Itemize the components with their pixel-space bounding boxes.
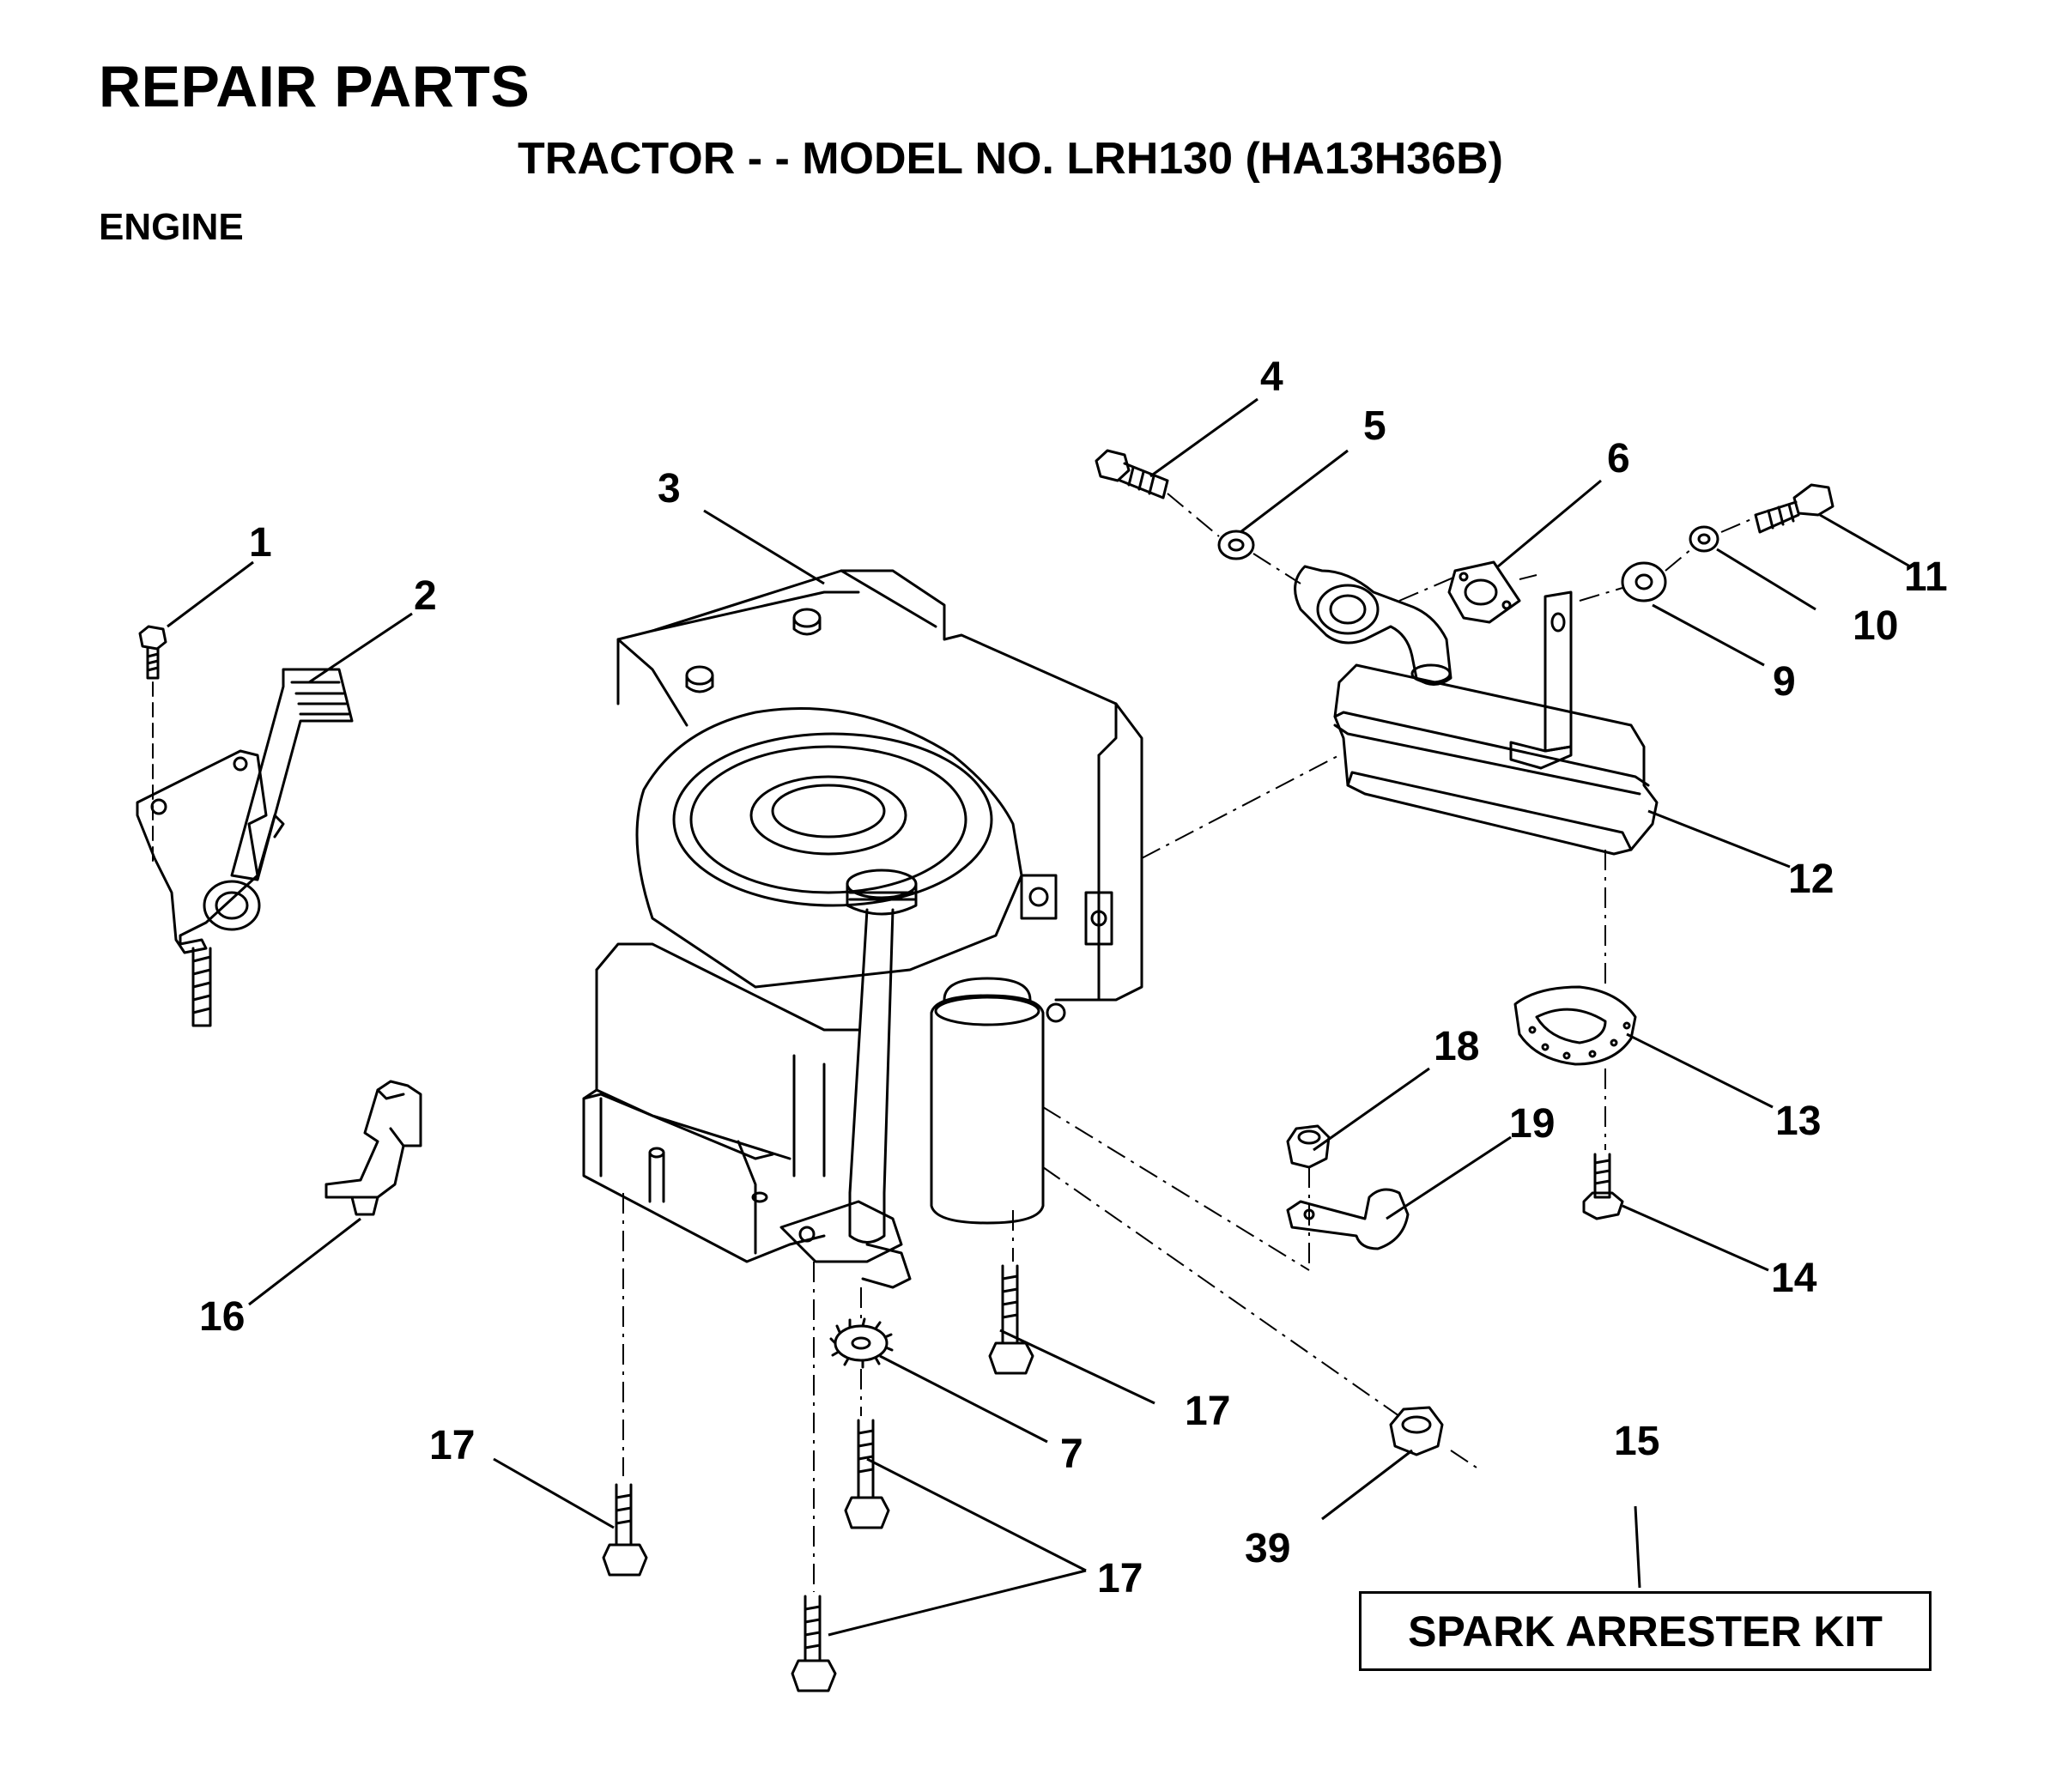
muffler-assembly	[1095, 449, 1835, 1250]
callout-9: 9	[1773, 659, 1796, 705]
model-subtitle: TRACTOR - - MODEL NO. LRH130 (HA13H36B)	[518, 134, 1503, 184]
callout-6: 6	[1607, 436, 1630, 481]
callout-1: 1	[249, 520, 272, 566]
assembly-lines	[622, 493, 1752, 1592]
callout-5: 5	[1363, 403, 1386, 449]
mounting-fasteners	[602, 1264, 1444, 1692]
callout-12: 12	[1788, 857, 1834, 902]
callout-11: 11	[1904, 554, 1948, 600]
callout-numbers: 1 2 3 4 5 6 7 9 10 11 12 13 14 15 16 17 …	[199, 354, 1948, 1601]
callout-16: 16	[199, 1294, 245, 1340]
callout-19: 19	[1509, 1101, 1555, 1147]
callout-15: 15	[1614, 1419, 1659, 1464]
callout-14: 14	[1771, 1256, 1817, 1301]
callout-18: 18	[1434, 1024, 1479, 1069]
section-label: ENGINE	[99, 206, 244, 248]
callout-10: 10	[1853, 603, 1898, 649]
callout-3: 3	[658, 466, 681, 512]
throttle-control	[136, 625, 354, 1027]
callout-17-center-right: 17	[1185, 1389, 1230, 1434]
callout-2: 2	[414, 573, 437, 619]
callout-4: 4	[1260, 354, 1283, 400]
bracket-16	[324, 1080, 422, 1216]
callout-7: 7	[1060, 1432, 1083, 1477]
callout-17-left: 17	[429, 1423, 475, 1468]
callout-39: 39	[1245, 1526, 1290, 1571]
callout-17-bottom: 17	[1097, 1556, 1143, 1601]
page-title: REPAIR PARTS	[99, 54, 531, 119]
leader-lines	[167, 397, 1911, 1637]
engine-assembly	[582, 569, 1143, 1289]
spark-arrester-kit-box: SPARK ARRESTER KIT	[1359, 1591, 1932, 1671]
callout-13: 13	[1775, 1099, 1821, 1144]
